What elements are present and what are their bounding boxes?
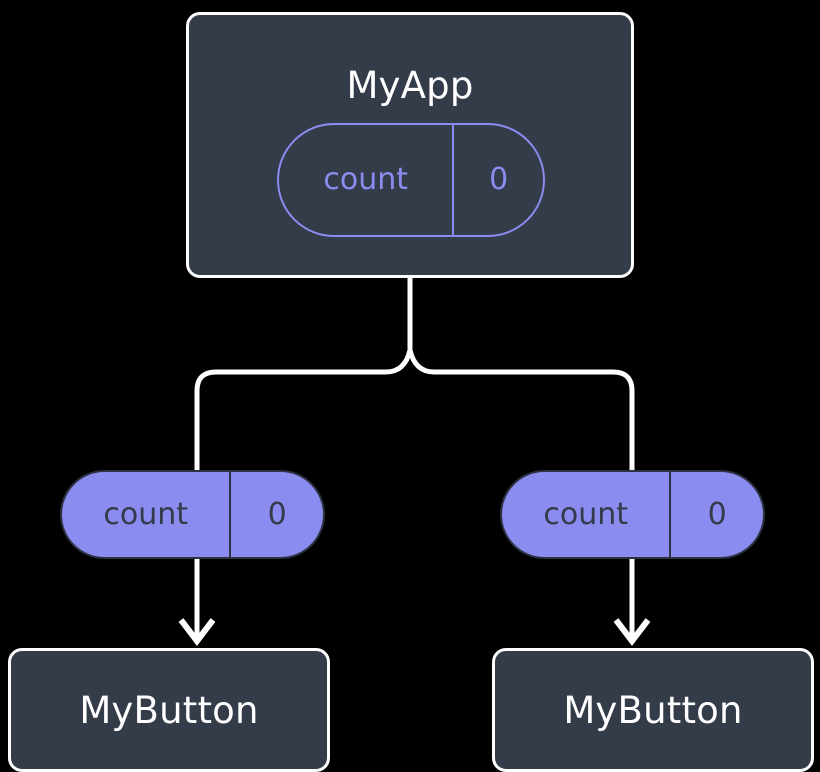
component-box-mybutton-left[interactable]: MyButton xyxy=(8,648,330,772)
component-label-mybutton-left: MyButton xyxy=(79,688,259,732)
component-label-mybutton-right: MyButton xyxy=(563,688,743,732)
arrow-head-left-icon xyxy=(178,618,216,646)
component-label-myapp: MyApp xyxy=(346,64,474,107)
prop-pill-right-value: 0 xyxy=(669,472,763,557)
arrow-head-right-icon xyxy=(613,618,651,646)
state-pill-root-key: count xyxy=(323,162,408,197)
state-pill-root[interactable]: count 0 xyxy=(277,123,545,237)
prop-pill-right[interactable]: count 0 xyxy=(500,470,765,559)
prop-pill-left-value: 0 xyxy=(229,472,323,557)
state-pill-root-value: 0 xyxy=(452,125,543,235)
component-box-mybutton-right[interactable]: MyButton xyxy=(492,648,814,772)
prop-pill-left[interactable]: count 0 xyxy=(60,470,325,559)
prop-pill-right-key: count xyxy=(543,496,629,532)
prop-pill-left-key: count xyxy=(103,496,189,532)
fork-connector xyxy=(194,347,635,470)
